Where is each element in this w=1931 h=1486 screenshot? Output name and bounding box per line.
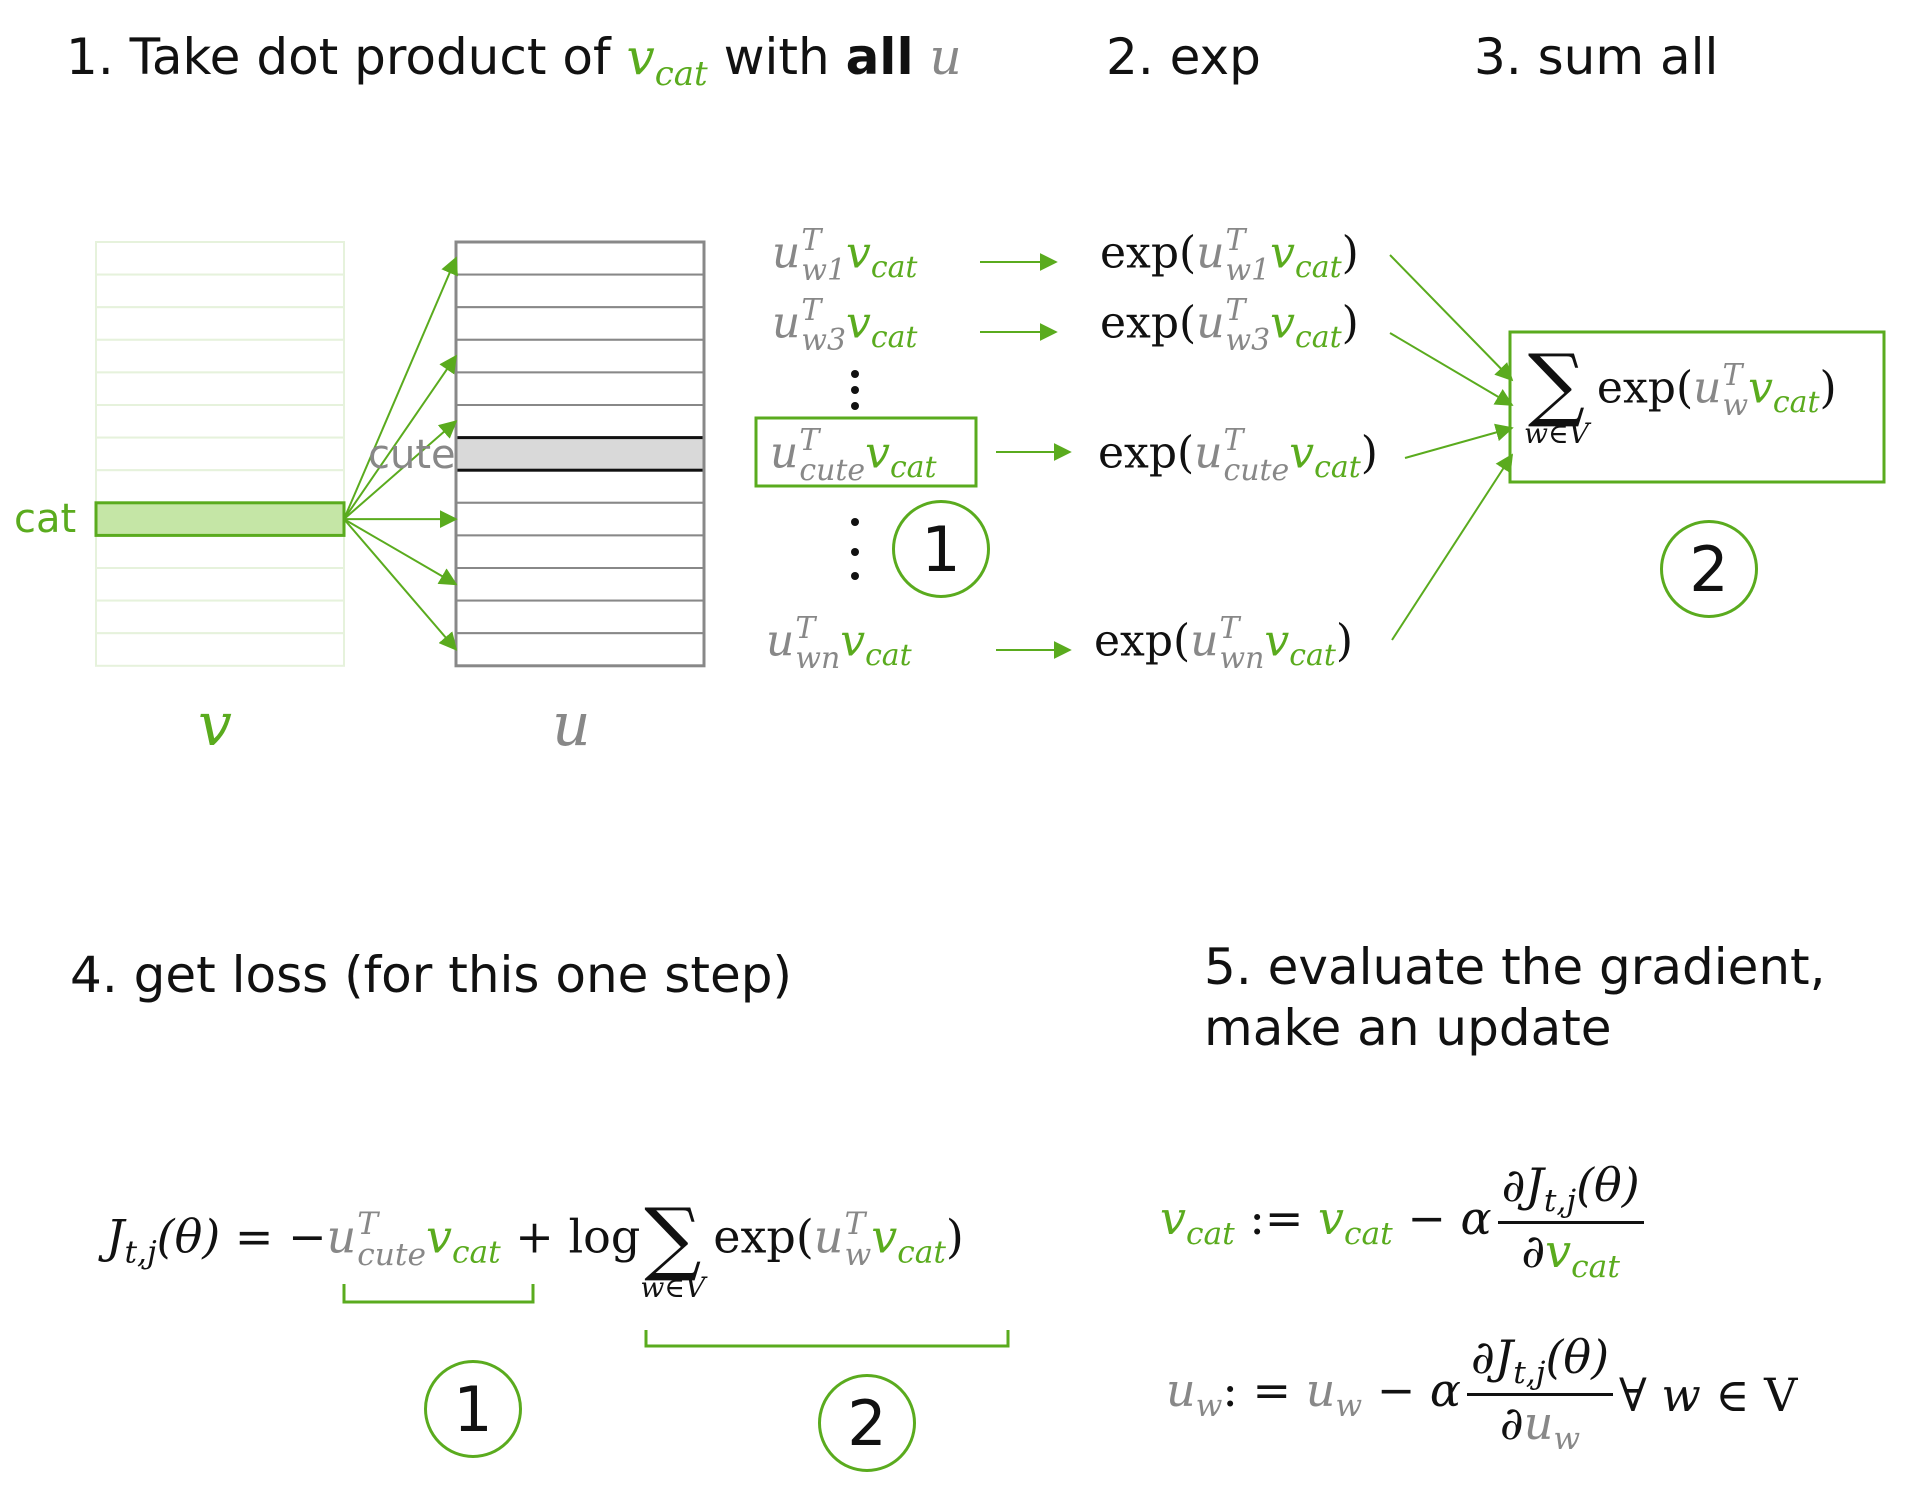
step-5-line2: make an update	[1204, 999, 1612, 1057]
u-row	[455, 534, 705, 570]
step-5-line1: . evaluate the gradient,	[1235, 938, 1826, 996]
u-matrix	[454, 240, 706, 668]
step-2-text: . exp	[1137, 28, 1261, 86]
cute-dot-box	[754, 416, 978, 488]
update-u-w: uw: = uw − α ∂Jt,j(θ) ∂uw ∀ w ∈ V	[1166, 1330, 1798, 1458]
step-1-all: all	[845, 28, 914, 86]
v-matrix	[94, 241, 346, 667]
badge-one-top: 1	[892, 500, 990, 598]
step-2-heading: 2. exp	[1106, 30, 1261, 85]
fan-arrow	[343, 354, 458, 520]
u-row	[455, 241, 705, 276]
step-3-number: 3	[1474, 28, 1506, 86]
brace-two	[644, 1330, 1010, 1348]
arrow-exp-w3	[1389, 332, 1514, 406]
u-row	[455, 632, 705, 667]
u-row	[455, 371, 705, 406]
arrow-exp-cute	[1404, 423, 1514, 459]
step-1-number: 1	[66, 28, 98, 86]
badge-two-top: 2	[1660, 520, 1758, 618]
step-1-with: with	[707, 28, 846, 86]
u-row	[455, 273, 705, 309]
fan-arrows	[343, 256, 458, 651]
fan-arrow	[343, 518, 458, 586]
u-row	[455, 306, 705, 341]
step-3-text: . sum all	[1505, 28, 1719, 86]
u-matrix-label: u	[552, 690, 591, 760]
exp-to-sum-arrows	[1389, 254, 1514, 641]
cute-label: cute	[368, 432, 456, 478]
v-row	[95, 632, 345, 667]
v-row	[95, 567, 345, 602]
v-row	[95, 338, 345, 374]
step-1-text: . Take dot product of	[97, 28, 627, 86]
v-row	[95, 599, 345, 635]
badge-two-bottom: 2	[818, 1374, 916, 1472]
v-row	[95, 469, 345, 504]
step-4-number: 4	[70, 946, 102, 1004]
sum-sigma: ∑w∈V	[1524, 337, 1589, 450]
u-row	[455, 404, 705, 439]
gradient-fraction-v: ∂Jt,j(θ) ∂vcat	[1497, 1162, 1644, 1284]
step-1-v: v	[626, 28, 655, 86]
update-v-cat: vcat := vcat − α ∂Jt,j(θ) ∂vcat	[1160, 1162, 1650, 1284]
fan-arrow	[343, 420, 458, 520]
step-4-text: . get loss (for this one step)	[101, 946, 792, 1004]
arrow-exp-wn	[1391, 453, 1513, 641]
step-3-heading: 3. sum all	[1474, 30, 1718, 85]
fan-arrow	[343, 256, 458, 520]
fan-arrow	[343, 518, 458, 651]
v-row	[95, 241, 345, 276]
step-4-heading: 4. get loss (for this one step)	[70, 948, 792, 1003]
step-5-number: 5	[1204, 938, 1236, 996]
v-row	[95, 306, 345, 341]
step-5-heading: 5. evaluate the gradient, make an update	[1204, 940, 1826, 1056]
u-row-cute	[454, 436, 706, 472]
dot-to-exp-arrows	[980, 253, 1072, 659]
badge-one-bottom: 1	[424, 1360, 522, 1458]
v-row	[95, 273, 345, 309]
v-row	[95, 534, 345, 570]
u-row	[455, 501, 705, 537]
arrow-exp-w1	[1389, 254, 1514, 382]
gradient-fraction-u: ∂Jt,j(θ) ∂uw	[1466, 1334, 1614, 1456]
u-row	[455, 567, 705, 602]
step-1-v-sub: cat	[654, 54, 708, 94]
vertical-ellipsis	[851, 370, 859, 580]
v-row-cat	[94, 501, 346, 537]
step-1-heading: 1. Take dot product of vcat with all u	[66, 30, 962, 93]
u-row	[455, 338, 705, 374]
brace-one	[342, 1284, 535, 1304]
u-row	[455, 599, 705, 635]
cat-label: cat	[14, 496, 77, 542]
sum-box	[1508, 330, 1886, 484]
v-row	[95, 404, 345, 439]
v-row	[95, 371, 345, 406]
step-1-u: u	[913, 28, 962, 86]
step-2-number: 2	[1106, 28, 1138, 86]
v-matrix-label: v	[198, 690, 232, 760]
u-row	[455, 469, 705, 504]
loss-sigma: ∑w∈V	[640, 1191, 706, 1304]
v-row	[95, 436, 345, 472]
